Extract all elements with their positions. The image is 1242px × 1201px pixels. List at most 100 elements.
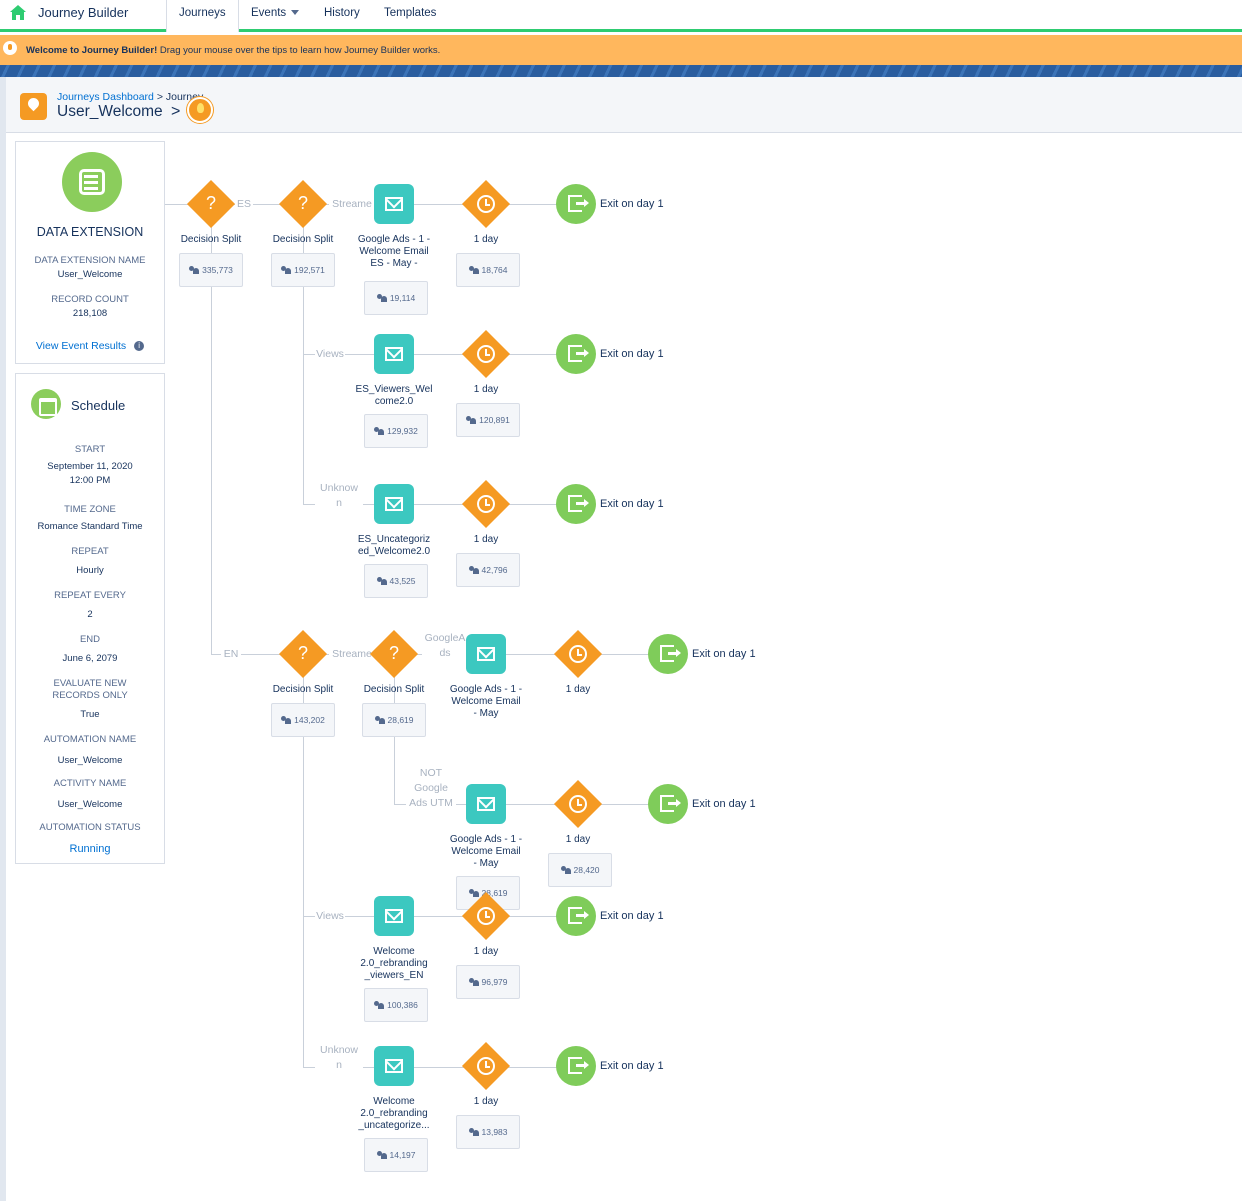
- decision-split-icon[interactable]: [369, 629, 419, 679]
- decision-split-icon[interactable]: [278, 179, 328, 229]
- contact-count-badge[interactable]: 335,773: [179, 253, 243, 287]
- email-activity-icon[interactable]: [374, 184, 414, 224]
- envelope-icon: [385, 909, 403, 923]
- schedule-field-value: True: [80, 709, 100, 720]
- people-icon: [189, 266, 200, 274]
- schedule-field-label: AUTOMATION NAME: [43, 734, 137, 745]
- schedule-field-label: REPEAT: [71, 546, 109, 557]
- activity-label: Decision Split: [363, 684, 425, 695]
- schedule-heading: Schedule: [71, 398, 126, 413]
- people-icon: [468, 566, 479, 574]
- activity-label: Google Ads - 1 - Welcome Email - May: [449, 684, 523, 719]
- decision-split-icon[interactable]: [278, 629, 328, 679]
- contact-count-badge[interactable]: 18,764: [456, 253, 520, 287]
- activity-label: 1 day: [473, 946, 499, 957]
- view-event-results-link[interactable]: View Event Results: [35, 340, 127, 352]
- tab-events[interactable]: Events: [251, 7, 300, 19]
- wait-activity-icon[interactable]: [461, 179, 511, 229]
- decorative-pattern: [0, 65, 1242, 77]
- contact-count-badge[interactable]: 96,979: [456, 965, 520, 999]
- wait-activity-icon[interactable]: [461, 891, 511, 941]
- tab-history[interactable]: History: [324, 7, 360, 19]
- contact-count-badge[interactable]: 42,796: [456, 553, 520, 587]
- home-icon[interactable]: [8, 3, 28, 23]
- wait-activity-icon[interactable]: [461, 479, 511, 529]
- schedule-field-label: END: [79, 634, 101, 645]
- contact-count-badge[interactable]: 143,202: [271, 703, 335, 737]
- contact-count-badge[interactable]: 100,386: [364, 988, 428, 1022]
- path-label: Unknow n: [315, 481, 363, 511]
- banner-title: Welcome to Journey Builder!: [26, 45, 158, 56]
- exit-activity-icon[interactable]: [648, 634, 688, 674]
- exit-door-icon: [660, 645, 674, 662]
- entry-heading: DATA EXTENSION: [36, 225, 144, 239]
- path-label: GoogleA ds: [422, 631, 468, 661]
- exit-activity-icon[interactable]: [556, 1046, 596, 1086]
- wait-activity-icon[interactable]: [461, 1041, 511, 1091]
- title-chevron-icon[interactable]: >: [171, 103, 181, 120]
- contact-count: 192,571: [294, 265, 325, 275]
- activity-label: 1 day: [565, 684, 591, 695]
- journey-header: Journeys Dashboard > Journey User_Welcom…: [0, 77, 1242, 133]
- contact-count-badge[interactable]: 129,932: [364, 414, 428, 448]
- contact-count-badge[interactable]: 120,891: [456, 403, 520, 437]
- de-name-value: User_Welcome: [57, 269, 123, 280]
- wait-activity-icon[interactable]: [553, 779, 603, 829]
- schedule-field-value: September 11, 2020 12:00 PM: [47, 461, 133, 486]
- exit-activity-icon[interactable]: [556, 184, 596, 224]
- exit-activity-icon[interactable]: [556, 896, 596, 936]
- email-activity-icon[interactable]: [466, 634, 506, 674]
- contact-count-badge[interactable]: 28,420: [548, 853, 612, 887]
- contact-count-badge[interactable]: 13,983: [456, 1115, 520, 1149]
- connector-line: [303, 916, 563, 917]
- exit-label: Exit on day 1: [600, 910, 664, 922]
- email-activity-icon[interactable]: [374, 484, 414, 524]
- wait-activity-icon[interactable]: [461, 329, 511, 379]
- people-icon: [466, 416, 477, 424]
- wait-activity-icon[interactable]: [553, 629, 603, 679]
- clock-icon: [569, 645, 587, 663]
- envelope-icon: [477, 647, 495, 661]
- tab-journeys[interactable]: Journeys: [166, 0, 239, 32]
- info-icon[interactable]: i: [134, 341, 145, 352]
- contact-count-badge[interactable]: 14,197: [364, 1138, 428, 1172]
- connector-line: [303, 670, 304, 1068]
- email-activity-icon[interactable]: [374, 1046, 414, 1086]
- contact-count: 43,525: [389, 576, 416, 586]
- contact-count-badge[interactable]: 19,114: [364, 281, 428, 315]
- view-event-results[interactable]: View Event Results i: [16, 340, 164, 352]
- contact-count-badge[interactable]: 28,619: [456, 876, 520, 910]
- path-label: Views: [315, 909, 345, 924]
- email-activity-icon[interactable]: [466, 784, 506, 824]
- activity-label: Decision Split: [272, 234, 334, 245]
- email-activity-icon[interactable]: [374, 334, 414, 374]
- people-icon: [376, 294, 387, 302]
- decision-split-icon[interactable]: [186, 179, 236, 229]
- people-icon: [560, 866, 571, 874]
- entry-source-panel[interactable]: DATA EXTENSION DATA EXTENSION NAME User_…: [15, 141, 165, 364]
- path-label: Views: [315, 347, 345, 362]
- contact-count: 143,202: [294, 715, 325, 725]
- tip-lightbulb-icon[interactable]: [187, 97, 213, 123]
- clock-icon: [569, 795, 587, 813]
- activity-label: Google Ads - 1 - Welcome Email - May: [449, 834, 523, 869]
- activity-label: Decision Split: [180, 234, 242, 245]
- page-title: User_Welcome: [57, 103, 163, 120]
- exit-activity-icon[interactable]: [556, 484, 596, 524]
- connector-line: [303, 354, 563, 355]
- contact-count-badge[interactable]: 43,525: [364, 564, 428, 598]
- clock-icon: [477, 345, 495, 363]
- exit-door-icon: [568, 1057, 582, 1074]
- contact-count-badge[interactable]: 28,619: [362, 703, 426, 737]
- clock-icon: [477, 907, 495, 925]
- breadcrumb-link[interactable]: Journeys Dashboard: [57, 91, 154, 103]
- connector-line: [394, 670, 395, 805]
- email-activity-icon[interactable]: [374, 896, 414, 936]
- tab-templates[interactable]: Templates: [384, 7, 437, 19]
- envelope-icon: [477, 797, 495, 811]
- envelope-icon: [385, 1059, 403, 1073]
- contact-count-badge[interactable]: 192,571: [271, 253, 335, 287]
- exit-activity-icon[interactable]: [556, 334, 596, 374]
- exit-activity-icon[interactable]: [648, 784, 688, 824]
